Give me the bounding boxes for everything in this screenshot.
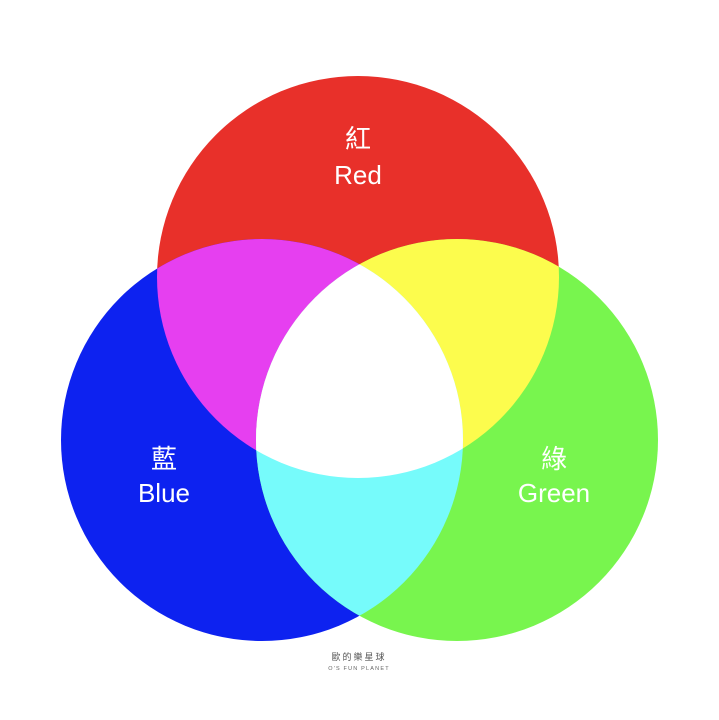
green-label-zh: 綠	[541, 445, 567, 475]
watermark-zh: 歐的樂星球	[331, 651, 386, 663]
red-label-zh: 紅	[345, 125, 371, 155]
center-overlap	[256, 239, 463, 478]
red-label-en: Red	[334, 160, 382, 190]
watermark-en: O'S FUN PLANET	[328, 666, 390, 672]
green-label-en: Green	[518, 478, 590, 508]
blue-label-zh: 藍	[151, 445, 177, 475]
blue-label-en: Blue	[138, 478, 190, 508]
